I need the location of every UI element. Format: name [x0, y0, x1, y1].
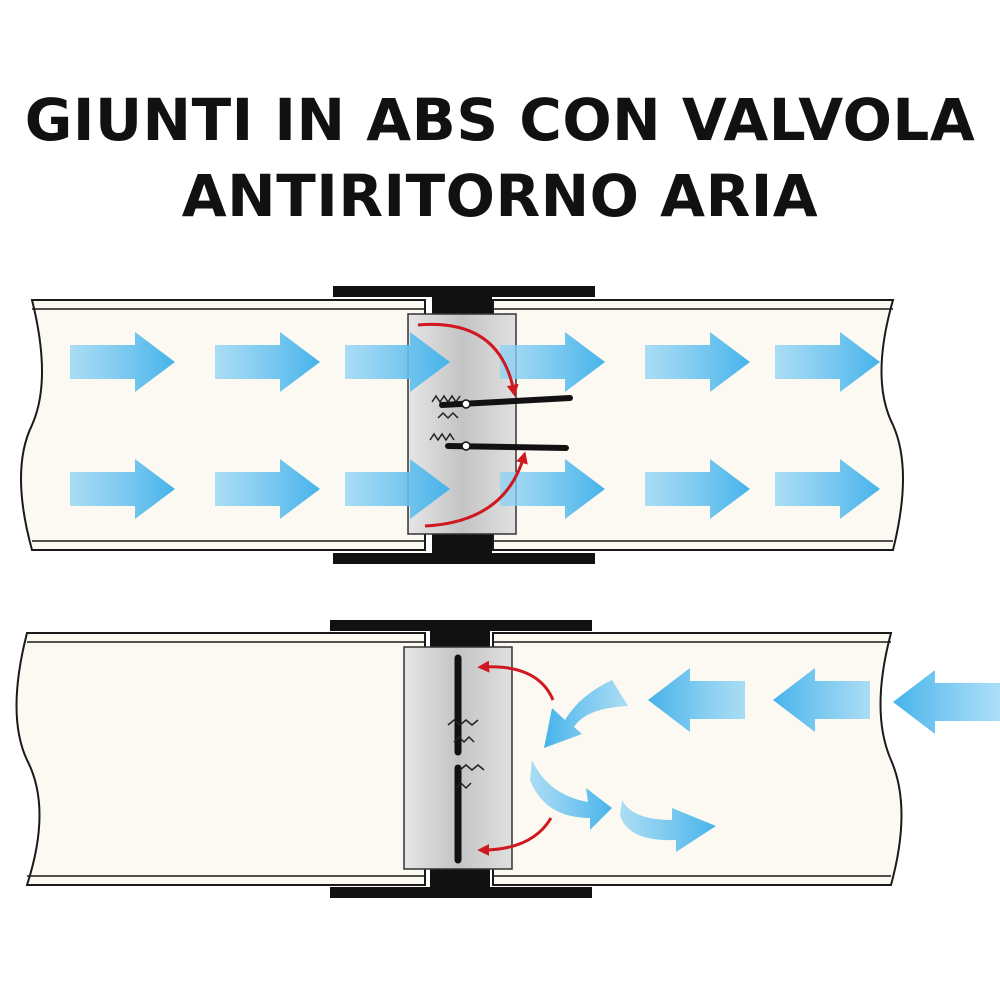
title-line-2: ANTIRITORNO ARIA	[181, 162, 819, 230]
flap-motion-arrow	[417, 322, 519, 397]
flow-arrow	[645, 332, 750, 392]
spring-mechanism	[429, 394, 461, 442]
flow-arrow	[345, 332, 450, 392]
flow-arrow	[648, 668, 745, 732]
flow-arrow	[775, 459, 880, 519]
flow-arrow	[70, 459, 175, 519]
turbulent-flow-arrow	[620, 800, 716, 852]
title-line-1: GIUNTI IN ABS CON VALVOLA	[24, 86, 976, 154]
flow-arrows-closed	[530, 668, 1000, 852]
turbulent-flow-arrow	[530, 760, 612, 830]
flap-motion-arrow	[477, 660, 555, 701]
flap-motion-arrow	[424, 451, 528, 528]
panel-valve-open	[20, 286, 904, 564]
flap-motion-arrow	[477, 817, 553, 856]
coupling-collar-upper	[333, 286, 595, 564]
flow-arrow	[775, 332, 880, 392]
pipe-left-segment	[15, 632, 426, 886]
turbulent-flow-arrow	[544, 680, 628, 748]
valve-body-closed	[403, 646, 513, 870]
flow-arrow	[215, 459, 320, 519]
flow-arrow	[893, 670, 1000, 734]
flow-arrow	[345, 459, 450, 519]
spring-mechanism	[447, 719, 485, 790]
flow-arrow	[773, 668, 870, 732]
flap-motion-arrows-closed	[477, 660, 555, 856]
flow-arrow	[645, 459, 750, 519]
flow-arrow	[500, 332, 605, 392]
coupling-collar-lower	[330, 620, 592, 898]
flow-arrows-open	[70, 332, 880, 519]
panel-valve-closed	[15, 620, 1000, 898]
flow-arrow	[500, 459, 605, 519]
flow-arrow	[70, 332, 175, 392]
flap-motion-arrows-open	[417, 322, 528, 528]
diagram-title: GIUNTI IN ABS CON VALVOLA ANTIRITORNO AR…	[0, 82, 1000, 234]
flow-arrow	[215, 332, 320, 392]
pipe-right-segment	[492, 632, 903, 886]
pipe-left-segment	[20, 299, 426, 551]
